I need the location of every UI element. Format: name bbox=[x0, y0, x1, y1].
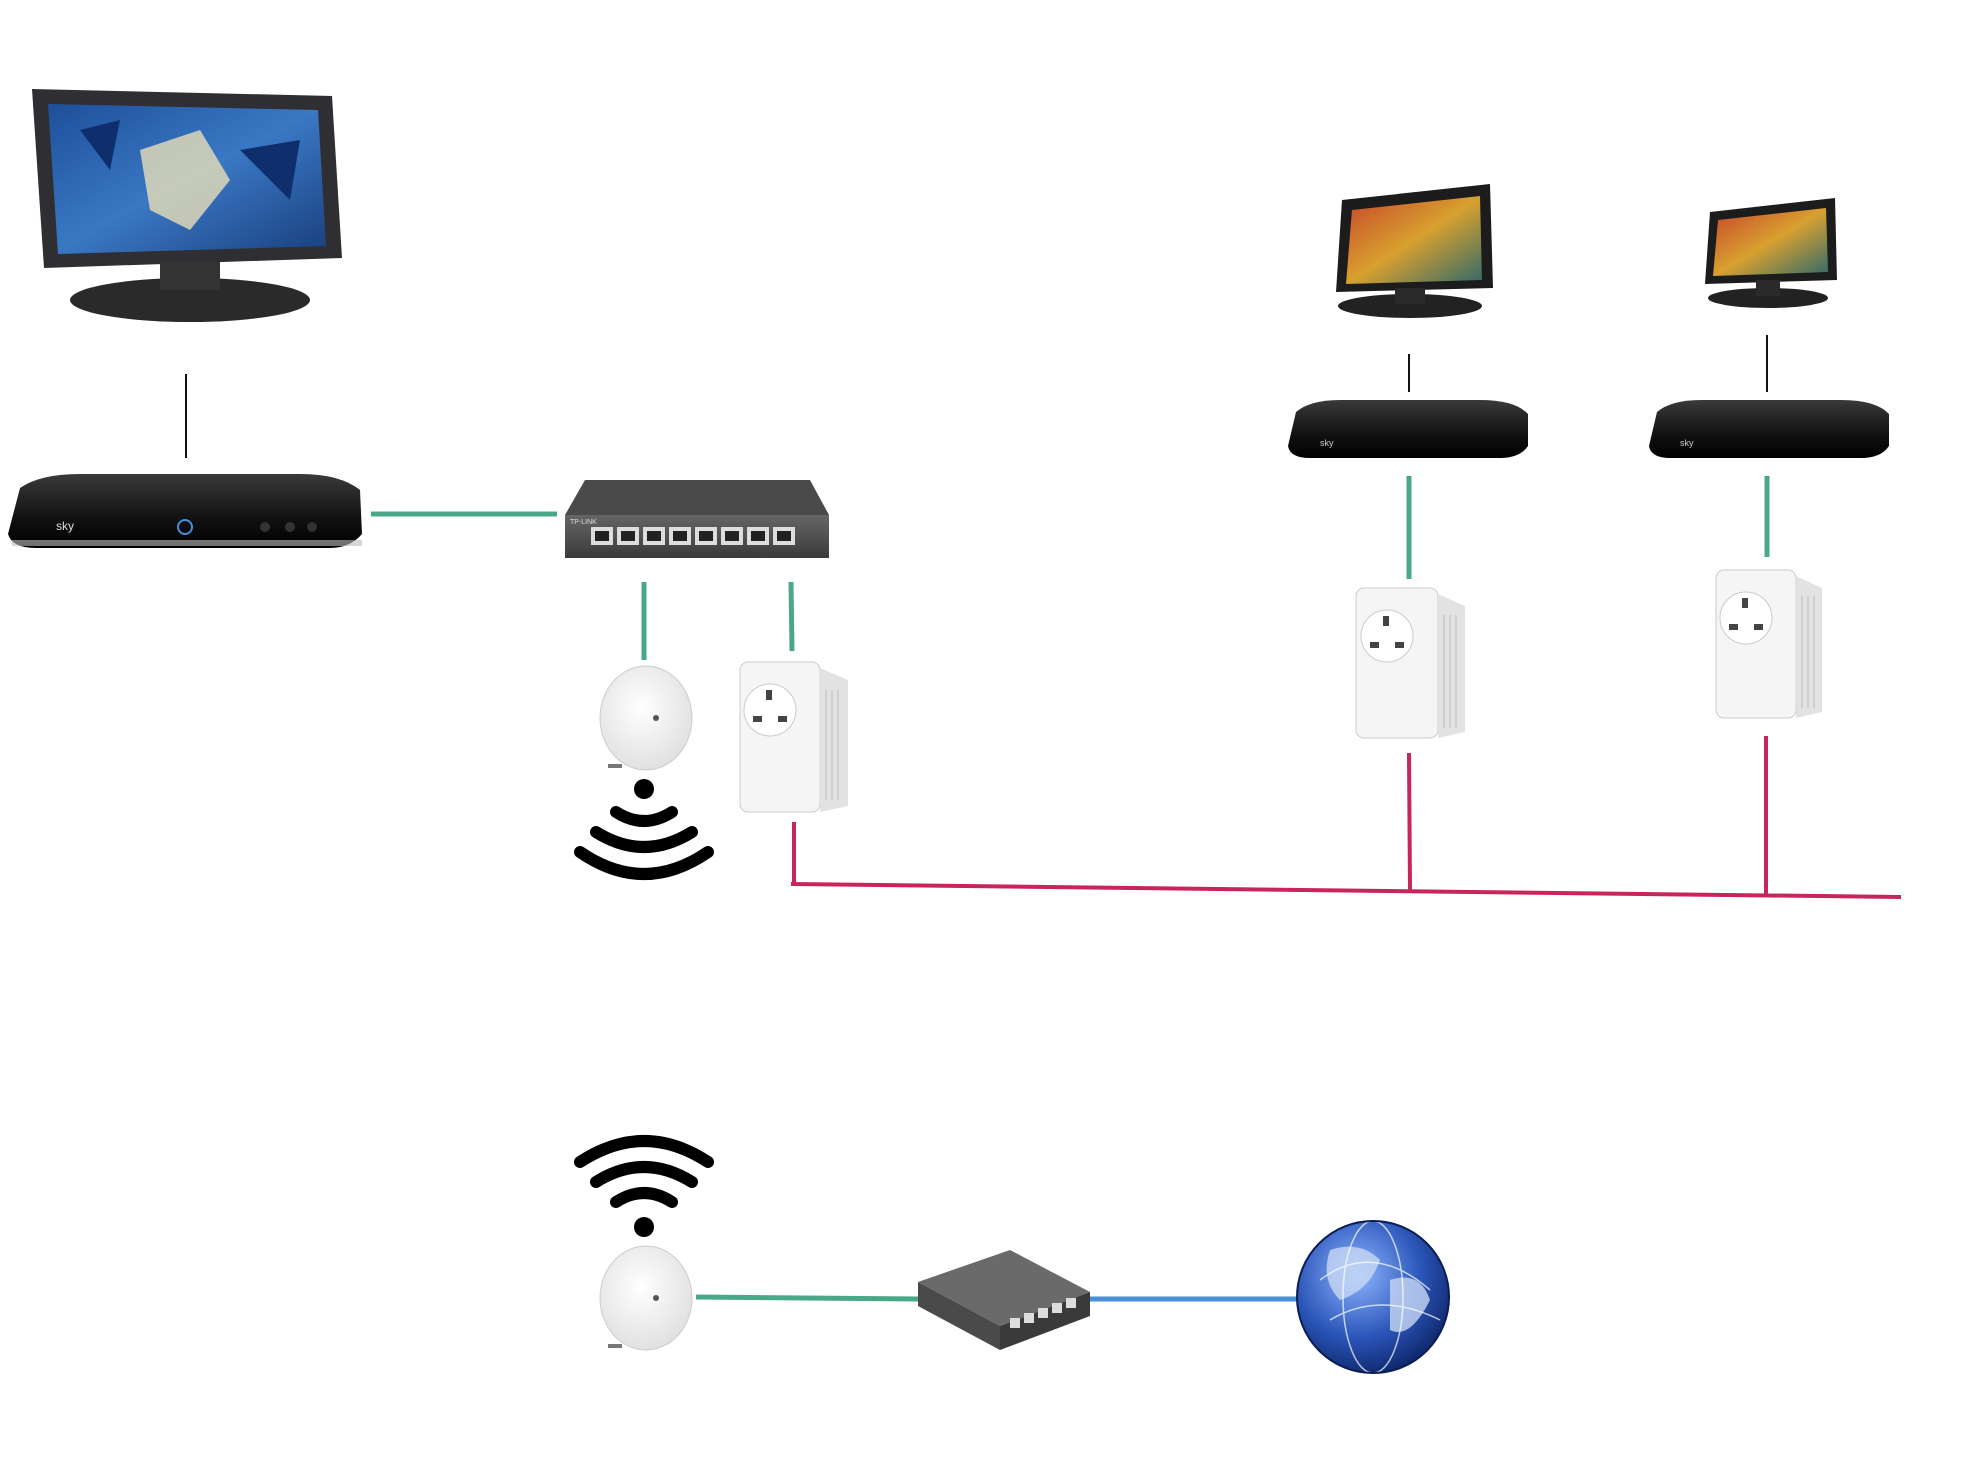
ethernet-disc-switch5 bbox=[695, 1294, 919, 1302]
wifi-signal-icon bbox=[574, 779, 714, 880]
sky-q-mini-2: sky bbox=[1288, 400, 1528, 458]
tv-main bbox=[32, 89, 342, 322]
sky-q-mini-3: sky bbox=[1649, 400, 1889, 458]
tv-3 bbox=[1705, 198, 1837, 308]
switch-8port: TP-LINK bbox=[565, 480, 829, 558]
mesh-disc-router bbox=[599, 1245, 693, 1351]
mesh-disc-upstairs bbox=[599, 665, 693, 771]
connections bbox=[185, 335, 1902, 1302]
sky-logo: sky bbox=[56, 519, 74, 533]
powerline-main bbox=[739, 661, 848, 813]
sky-logo: sky bbox=[1320, 438, 1334, 448]
powerline-mains bbox=[790, 882, 1902, 899]
wifi-signal-icon bbox=[574, 1135, 714, 1237]
tv-2 bbox=[1336, 184, 1493, 318]
sky-logo: sky bbox=[1680, 438, 1694, 448]
ethernet-switch-powerline bbox=[788, 581, 795, 652]
powerline-drop-2 bbox=[1407, 752, 1412, 891]
tp-link-logo: TP-LINK bbox=[570, 519, 597, 526]
internet-globe-icon bbox=[1296, 1220, 1450, 1374]
powerline-2 bbox=[1355, 587, 1465, 739]
sky-q-main: sky bbox=[8, 474, 362, 548]
switch-5port bbox=[918, 1250, 1090, 1350]
powerline-3 bbox=[1715, 569, 1822, 719]
